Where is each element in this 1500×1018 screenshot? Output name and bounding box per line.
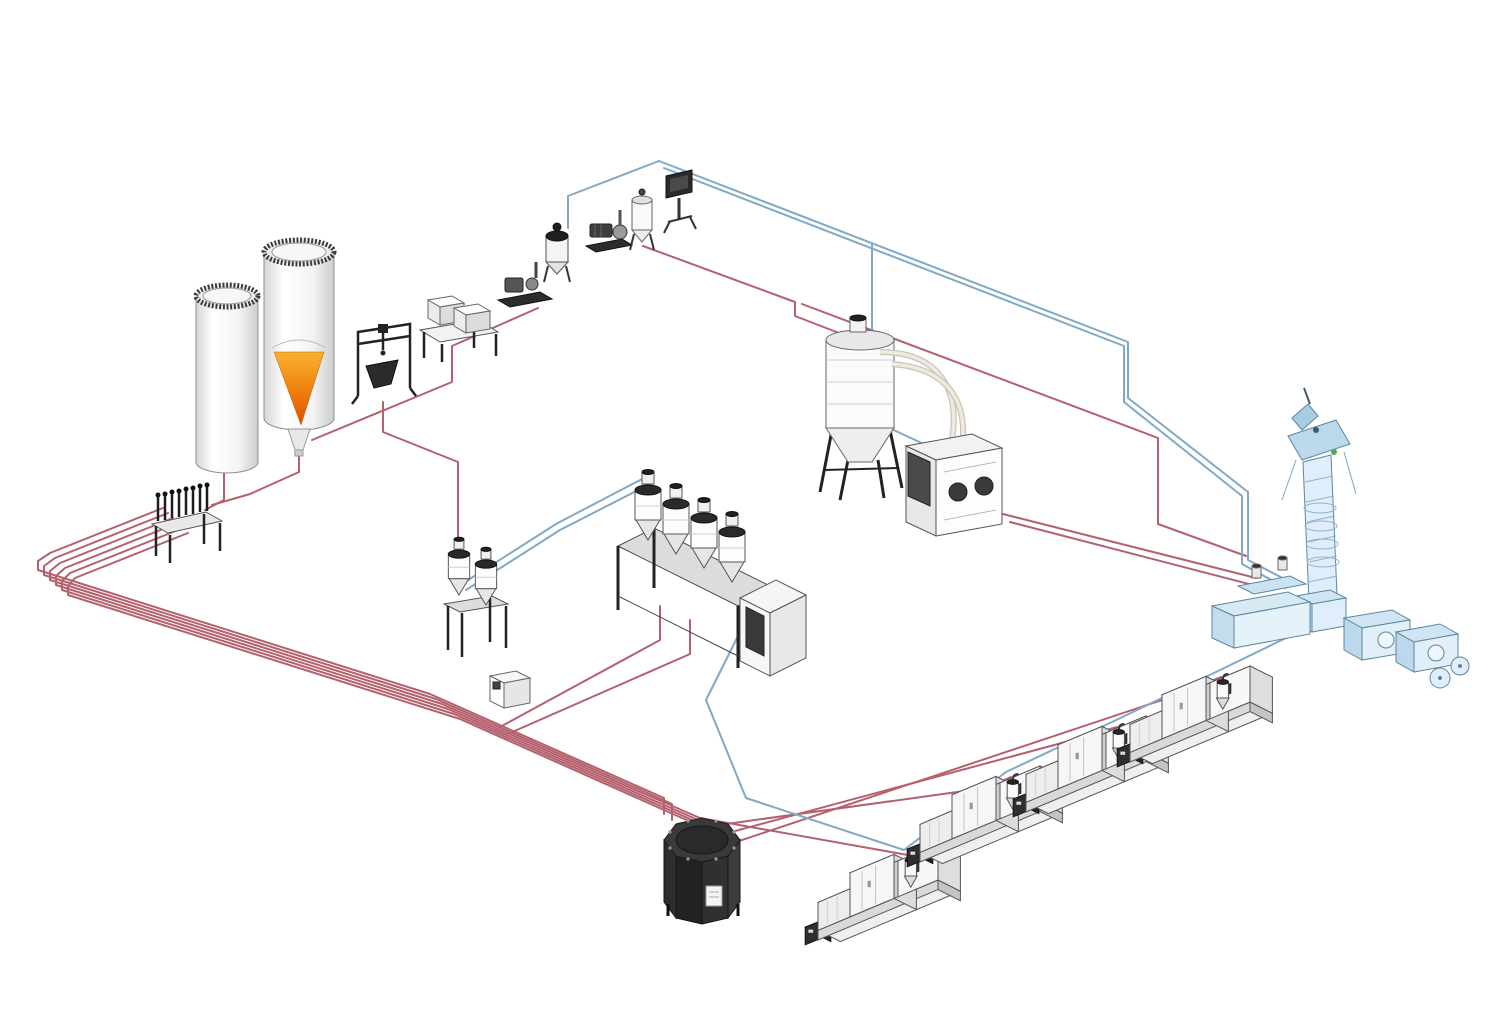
mini-hopper bbox=[447, 536, 471, 596]
status-light bbox=[1331, 449, 1337, 455]
material-line bbox=[802, 304, 1246, 556]
material-line bbox=[643, 246, 852, 338]
haul-off-head bbox=[1288, 420, 1350, 460]
material-line bbox=[510, 620, 690, 733]
big-bag-frame bbox=[352, 324, 416, 404]
material-line bbox=[50, 518, 908, 855]
material-line bbox=[1003, 514, 1256, 578]
material-line bbox=[500, 606, 660, 727]
drying-hopper-bank bbox=[618, 469, 806, 677]
material-line bbox=[68, 533, 1221, 842]
blower-unit bbox=[586, 210, 632, 252]
coupling-pipes bbox=[155, 482, 210, 522]
material-line bbox=[205, 472, 224, 510]
material-line bbox=[56, 523, 1011, 826]
material-line bbox=[44, 513, 672, 820]
control-panel-stand bbox=[664, 170, 696, 233]
material-pipes bbox=[38, 246, 1272, 855]
coupling-station bbox=[152, 482, 222, 564]
vacuum-line bbox=[568, 161, 659, 228]
octagonal-container bbox=[664, 818, 740, 924]
injection-molding-machine-4 bbox=[1116, 665, 1274, 768]
box-rack bbox=[420, 296, 498, 362]
bag-hopper bbox=[366, 360, 398, 388]
pump-skid bbox=[498, 262, 552, 307]
container-label-panel bbox=[706, 886, 722, 906]
material-line bbox=[383, 402, 458, 556]
cyclone-receiver bbox=[630, 189, 654, 250]
film-blowing-line bbox=[1212, 388, 1469, 688]
silo-1 bbox=[196, 285, 258, 473]
mini-dryer bbox=[444, 536, 508, 657]
material-line bbox=[62, 528, 1117, 834]
cutaway-edge bbox=[272, 340, 326, 348]
vacuum-line bbox=[466, 484, 650, 590]
silo-material-cone bbox=[274, 352, 324, 425]
vacuum-hopper-loader bbox=[544, 223, 570, 282]
dryer-fan bbox=[949, 483, 967, 501]
material-line bbox=[1010, 522, 1272, 590]
desiccant-dryer-unit bbox=[906, 434, 1002, 536]
film-winder bbox=[1344, 610, 1458, 672]
material-line bbox=[212, 450, 299, 505]
silo-2 bbox=[264, 240, 334, 456]
dryer-fan bbox=[975, 477, 993, 495]
central-drying-hopper bbox=[820, 315, 963, 500]
material-line bbox=[38, 508, 664, 814]
bank-control-cabinet bbox=[740, 580, 806, 676]
extruder-loader bbox=[1252, 556, 1287, 578]
material-line bbox=[312, 308, 538, 440]
vacuum-line bbox=[664, 168, 1286, 588]
aux-box-unit bbox=[490, 671, 530, 708]
silo-outlet-funnel bbox=[288, 429, 310, 450]
